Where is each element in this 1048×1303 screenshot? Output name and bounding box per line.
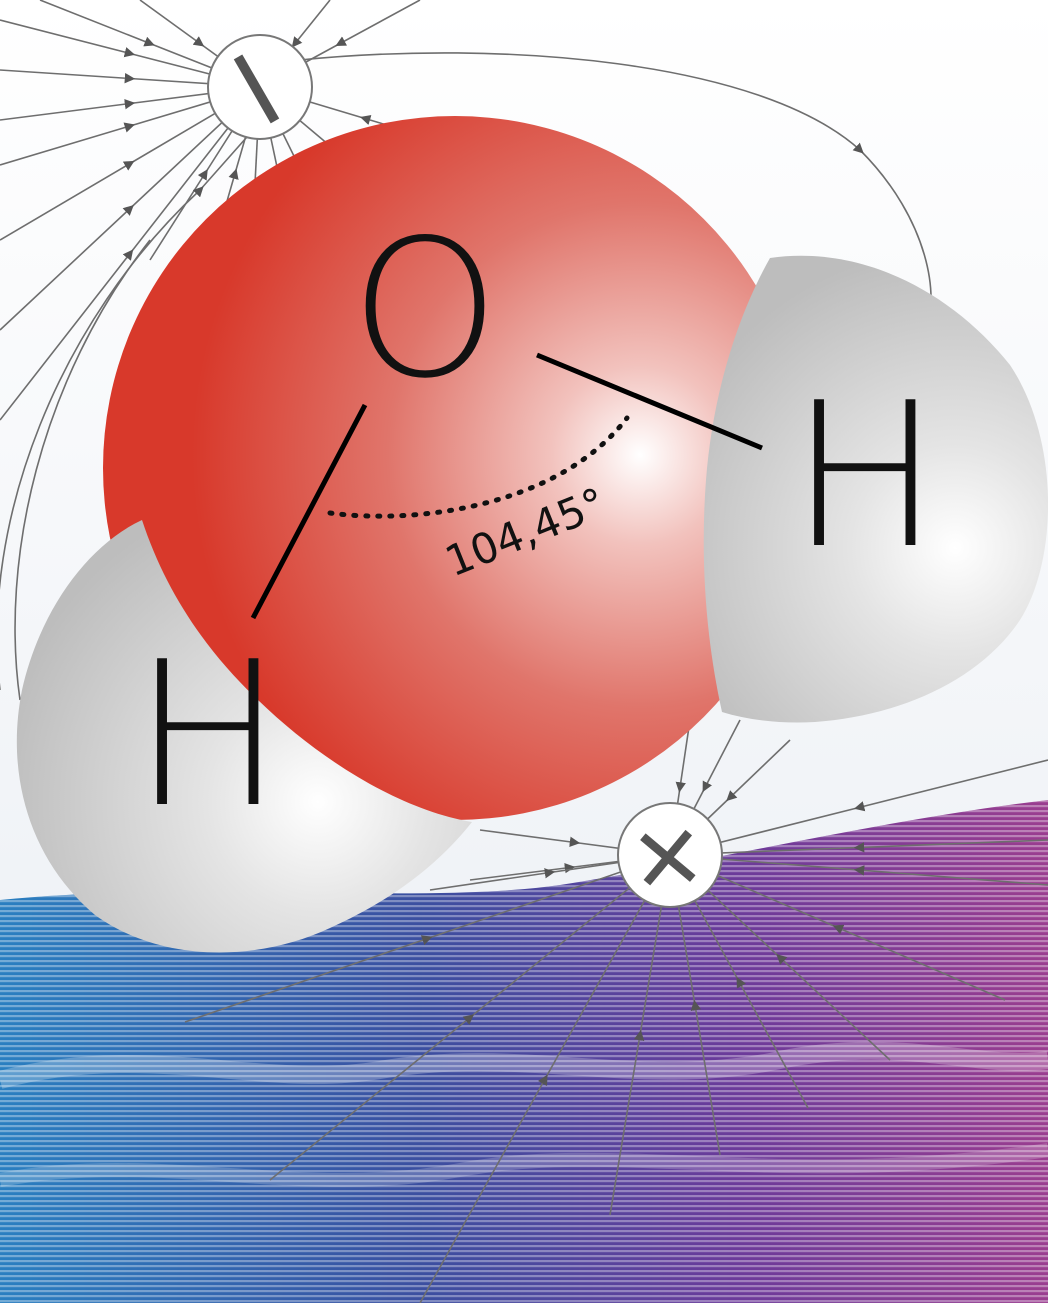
field-line bbox=[0, 86, 261, 421]
field-line bbox=[669, 839, 1048, 856]
hydrogen-atom-left bbox=[16, 520, 473, 953]
bond-angle-arc bbox=[327, 415, 630, 519]
hydrogen-atom-right bbox=[703, 255, 1048, 723]
field-line bbox=[419, 854, 671, 1303]
field-line bbox=[0, 119, 263, 690]
field-line bbox=[669, 854, 1048, 886]
field-line bbox=[669, 854, 1006, 1001]
field-line bbox=[269, 854, 671, 1181]
field-line bbox=[609, 854, 671, 1216]
oxygen-atom bbox=[103, 116, 807, 820]
hydrogen-right-label: H bbox=[790, 360, 940, 593]
bond-right bbox=[536, 352, 763, 451]
field-line bbox=[299, 52, 932, 331]
hydrogen-left-label: H bbox=[133, 619, 283, 852]
field-line bbox=[0, 86, 261, 331]
field-line bbox=[14, 239, 151, 701]
bond-left bbox=[250, 403, 368, 620]
field-line bbox=[184, 854, 671, 1023]
field-line bbox=[669, 759, 1048, 856]
oxygen-label: O bbox=[350, 199, 500, 420]
